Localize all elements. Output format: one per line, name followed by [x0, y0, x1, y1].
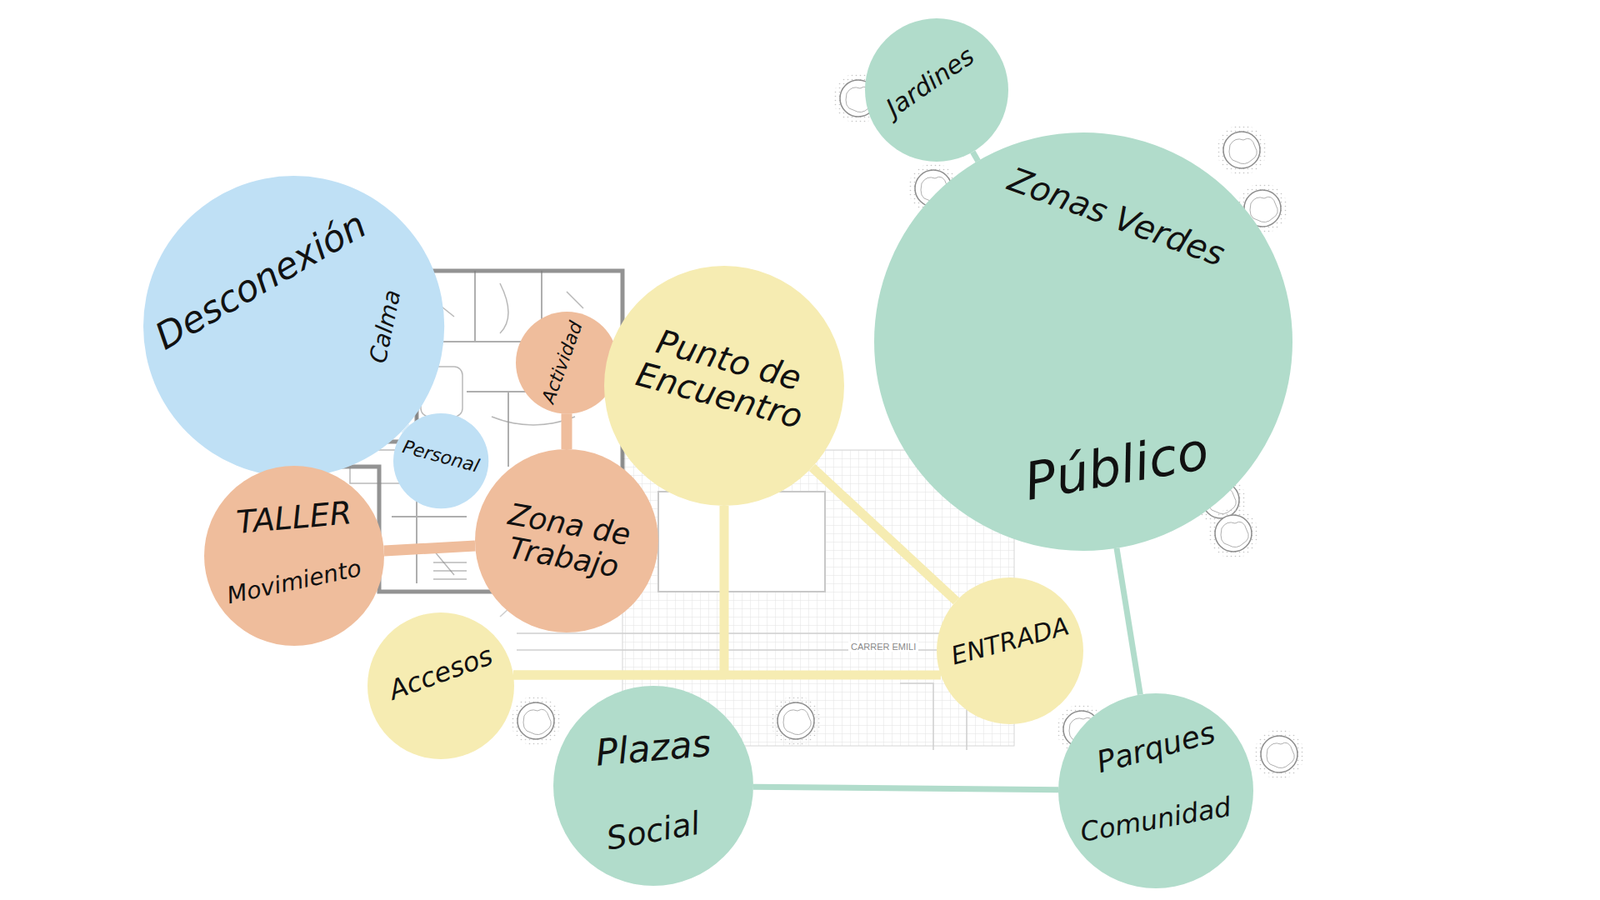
bubble-connector	[753, 786, 1059, 790]
bubble-fill	[865, 18, 1009, 162]
bubble-fill	[553, 685, 754, 886]
bubble-fill	[143, 175, 445, 477]
bubble-node: ENTRADA	[936, 577, 1084, 725]
bubble-node: PlazasSocial	[553, 685, 754, 886]
tree-symbols	[510, 73, 1305, 780]
bubble-connector	[384, 545, 475, 551]
bubble-node: Zonas VerdesPúblico	[874, 132, 1293, 551]
bubble-connector	[972, 151, 978, 161]
bubble-connector	[560, 413, 572, 450]
bubble-node: Punto de Encuentro	[604, 265, 845, 506]
bubble-node: Actividad	[515, 311, 619, 415]
bubble-fill	[367, 612, 515, 760]
bubble-fill	[515, 311, 619, 415]
bubble-connector	[513, 670, 941, 680]
tree-symbol	[510, 695, 561, 746]
bubble-circle	[1058, 693, 1254, 889]
bubble-fill	[936, 577, 1084, 725]
bubble-fill	[874, 132, 1293, 551]
bubble-node: TALLERMovimiento	[204, 465, 385, 646]
tree-symbol	[1216, 125, 1267, 175]
bubble-fill	[475, 449, 659, 633]
bubble-node: Accesos	[367, 612, 515, 760]
bubble-node: Zona de Trabajo	[475, 449, 659, 633]
bubble-node: Jardines	[865, 18, 1009, 162]
bubble-circle	[553, 685, 754, 886]
bubble-node: ParquesComunidad	[1058, 693, 1254, 889]
tree-symbol	[1208, 508, 1259, 559]
bubble-fill	[604, 265, 845, 506]
tree-symbol	[770, 695, 821, 746]
bubble-fill	[204, 465, 385, 646]
bubble-connector	[1116, 548, 1140, 695]
bubble-fill	[393, 413, 489, 509]
bubble-node: DesconexiónCalma	[143, 175, 445, 477]
bubble-node: Personal	[393, 413, 489, 509]
bubble-fill	[1058, 693, 1254, 889]
street-label: CARRER EMILI	[848, 641, 919, 652]
tree-symbol	[1254, 729, 1305, 780]
